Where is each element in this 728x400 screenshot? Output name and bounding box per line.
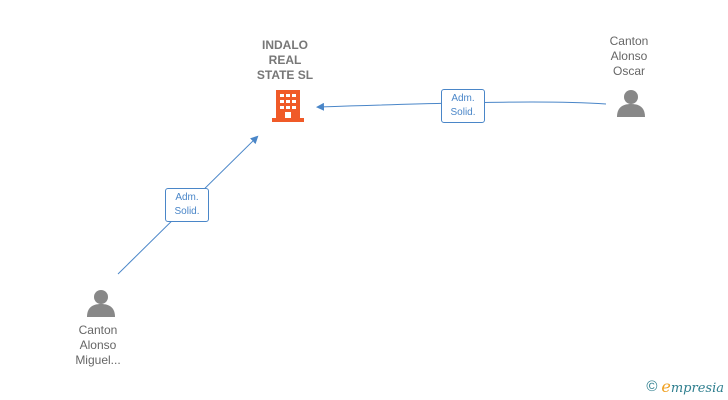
person-icon[interactable] xyxy=(616,89,646,117)
person-name-miguel[interactable]: Canton Alonso Miguel... xyxy=(75,323,121,367)
company-name[interactable]: INDALO REAL STATE SL xyxy=(256,38,314,82)
brand-logo: © empresia xyxy=(646,377,724,396)
relation-label-miguel[interactable]: Adm. Solid. xyxy=(165,188,209,222)
person-name-oscar[interactable]: Canton Alonso Oscar xyxy=(609,34,649,78)
brand-name: empresia xyxy=(661,377,724,396)
building-icon[interactable] xyxy=(272,88,304,122)
copyright-icon: © xyxy=(646,378,658,395)
person-icon[interactable] xyxy=(86,289,116,317)
relation-label-oscar[interactable]: Adm. Solid. xyxy=(441,89,485,123)
edge-oscar-to-company xyxy=(316,101,607,111)
